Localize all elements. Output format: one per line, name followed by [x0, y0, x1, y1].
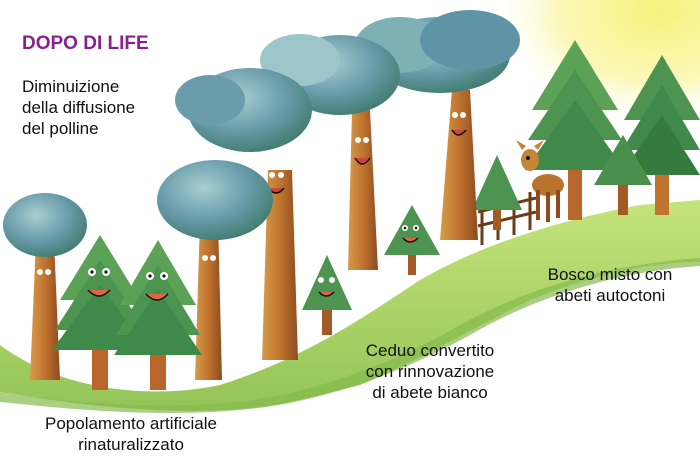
caption-line: Bosco misto con — [547, 265, 673, 284]
caption-line: Popolamento artificiale — [45, 414, 217, 433]
conifer-group-middle — [384, 155, 522, 275]
deer-icon — [516, 140, 564, 222]
conifer-group-right — [525, 40, 700, 220]
caption-line: di abete bianco — [372, 383, 488, 402]
hillside — [0, 200, 700, 411]
caption-line: Ceduo convertito — [365, 341, 495, 360]
caption-line: della diffusione — [22, 98, 136, 117]
caption-mixed-forest: Bosco misto con abeti autoctoni — [520, 264, 700, 306]
page-title: DOPO DI LIFE — [22, 33, 149, 54]
caption-line: abeti autoctoni — [554, 286, 666, 305]
caption-line: con rinnovazione — [365, 362, 495, 381]
caption-line: Diminuizione — [22, 77, 120, 96]
caption-pollen-reduction: Diminuizione della diffusione del pollin… — [22, 76, 222, 139]
caption-coppice-converted: Ceduo convertito con rinnovazione di abe… — [330, 340, 530, 403]
hill-shadow — [0, 258, 700, 413]
caption-artificial-population: Popolamento artificiale rinaturalizzato — [0, 413, 262, 455]
caption-line: del polline — [22, 119, 99, 138]
smiling-conifer-icon — [52, 235, 352, 390]
smiling-broadleaf-tree-icon — [3, 10, 520, 380]
caption-line: rinaturalizzato — [78, 435, 184, 454]
